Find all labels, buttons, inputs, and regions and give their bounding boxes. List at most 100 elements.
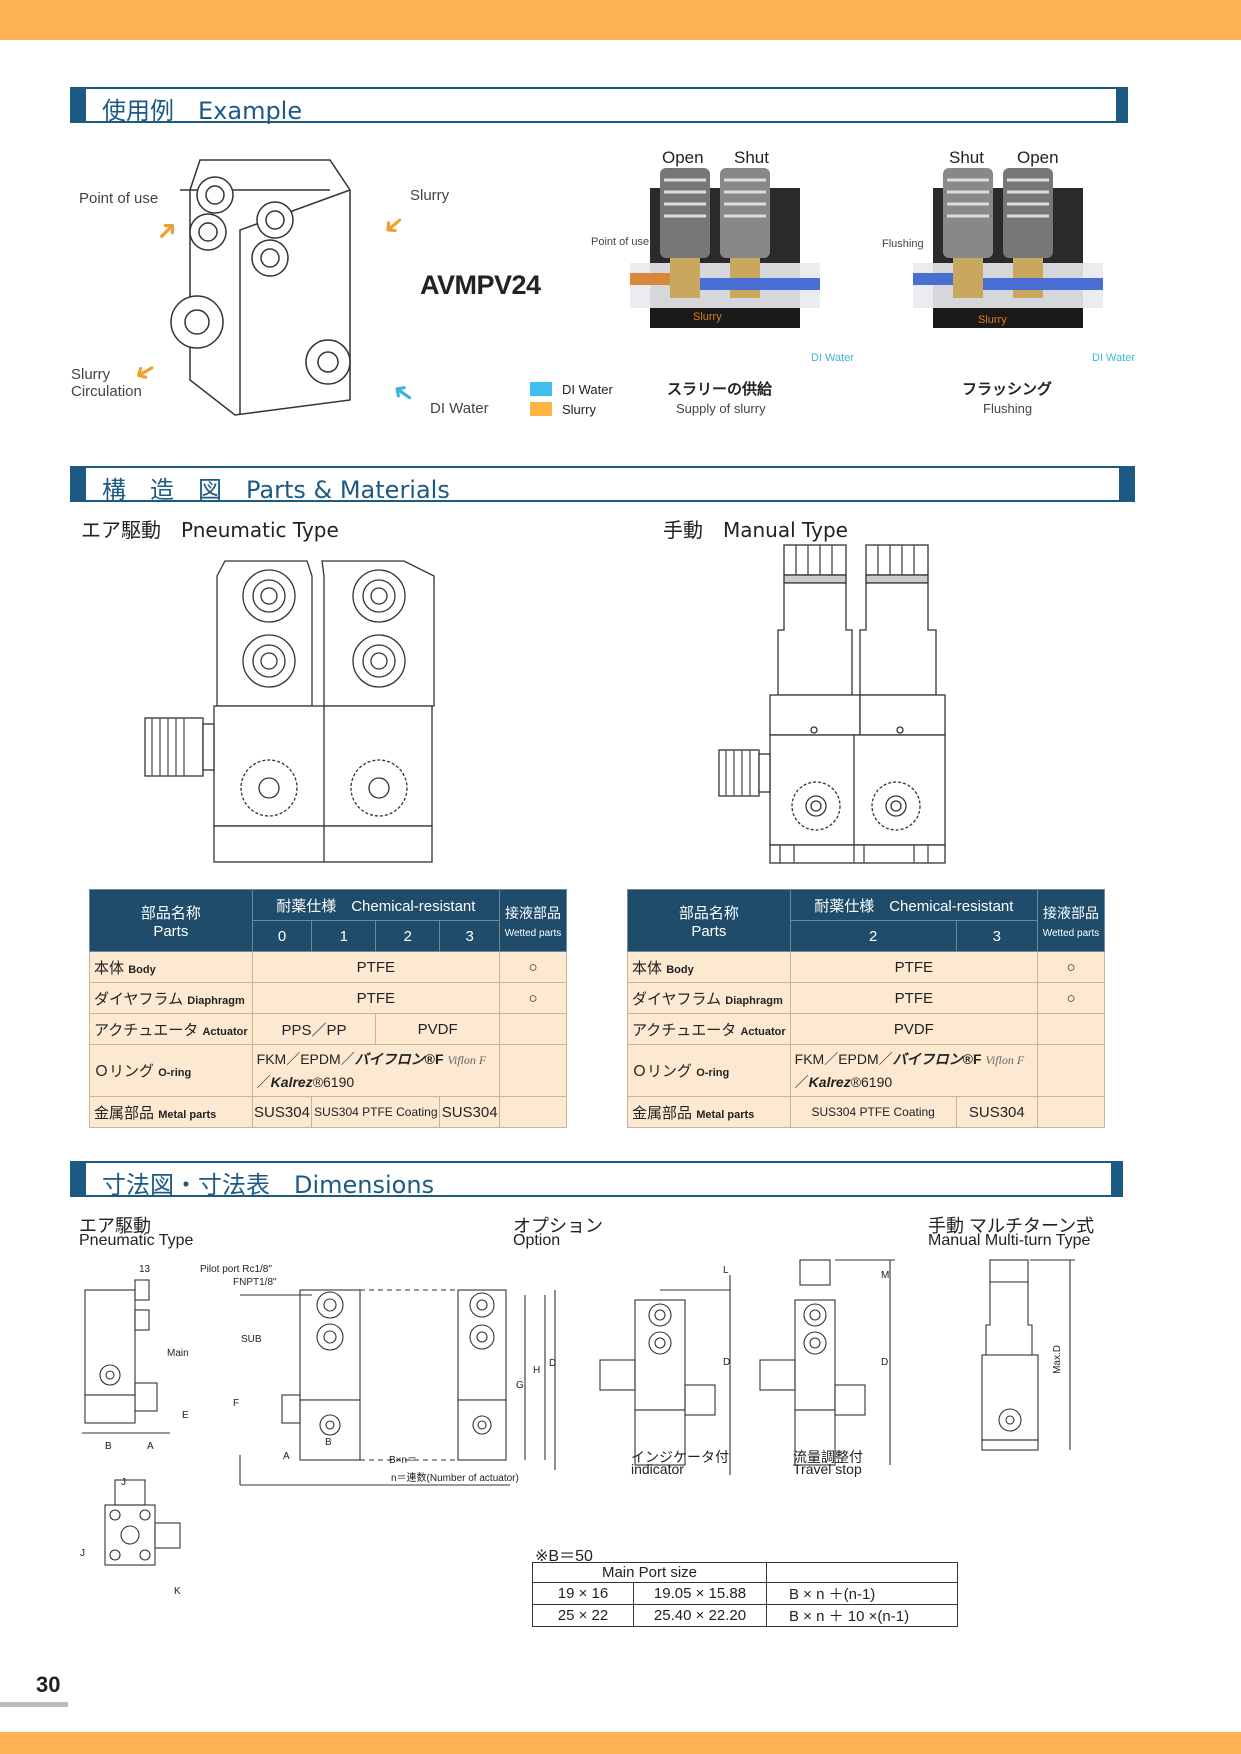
- dim-main: Main: [167, 1348, 189, 1359]
- dim-n-note: n＝連数(Number of actuator): [391, 1473, 519, 1484]
- dim-bxn: B×n＝: [389, 1455, 418, 1466]
- dim-letter-j2: J: [80, 1548, 85, 1559]
- flushing-slurry-label: Slurry: [978, 314, 1007, 326]
- label-slurry-circulation-1: Slurry: [71, 366, 111, 383]
- flushing-caption-en: Flushing: [983, 401, 1033, 416]
- dim-pilot-1: Pilot port Rc1/8": [200, 1264, 272, 1275]
- dim-letter-d1: D: [549, 1358, 557, 1369]
- dimension-drawings: [82, 1259, 1075, 1566]
- flushing-caption-jp: フラッシング: [962, 381, 1053, 398]
- table-row: Ｏリング O-ring FKM／EPDM／バイフロン®F Viflon F ／K…: [89, 1044, 567, 1097]
- dim-letter-e: E: [182, 1410, 189, 1421]
- legend-di-water-label: DI Water: [562, 382, 613, 397]
- supply-slurry-label: Slurry: [693, 311, 722, 323]
- flushing-flushing-label: Flushing: [882, 238, 924, 250]
- page-number-underline: [0, 1702, 68, 1707]
- dim-pneumatic-en: Pneumatic Type: [79, 1232, 194, 1249]
- label-slurry: Slurry: [410, 187, 450, 204]
- supply-shut-label: Shut: [734, 148, 769, 167]
- col-3: 3: [955, 920, 1039, 952]
- flushing-shut-label: Shut: [949, 148, 984, 167]
- dim-option-en: Option: [513, 1232, 561, 1249]
- table-row: 本体 Body PTFE ○: [89, 951, 567, 983]
- header-chemical-resistant: 耐薬仕様 Chemical-resistant: [789, 889, 1039, 921]
- page-number: 30: [36, 1672, 61, 1697]
- table-row: ダイヤフラム Diaphragm PTFE ○: [627, 982, 1105, 1014]
- dim-travel-jp: 流量調整付: [793, 1449, 863, 1465]
- dim-manual-jp: 手動 マルチターン式: [928, 1216, 1095, 1236]
- dim-indicator-en: indicator: [631, 1461, 684, 1477]
- flushing-di-water-label: DI Water: [1092, 352, 1135, 364]
- dim-travel-en: Travel stop: [793, 1461, 862, 1477]
- dim-letter-a2: A: [283, 1451, 290, 1462]
- section-example-header: 使用例 Example: [70, 87, 1128, 125]
- col-0: 0: [251, 920, 313, 952]
- dim-manual-en: Manual Multi-turn Type: [928, 1232, 1091, 1249]
- dim-thirteen: 13: [139, 1264, 151, 1275]
- table-row: Ｏリング O-ring FKM／EPDM／バイフロン®F Viflon F ／K…: [627, 1044, 1105, 1097]
- dim-letter-l: L: [723, 1265, 729, 1276]
- pneumatic-type-drawing: [144, 560, 435, 863]
- dim-note: ※B＝50: [535, 1548, 593, 1565]
- dim-letter-b2: B: [325, 1437, 332, 1448]
- section-parts-header: 構 造 図 Parts & Materials: [70, 466, 1135, 504]
- legend-di-water-swatch: [530, 382, 552, 396]
- section-dimensions-header: 寸法図・寸法表 Dimensions: [70, 1161, 1123, 1199]
- header-chemical-resistant: 耐薬仕様 Chemical-resistant: [251, 889, 501, 921]
- supply-caption-en: Supply of slurry: [676, 401, 766, 416]
- dim-pilot-2: FNPT1/8": [233, 1277, 277, 1288]
- col-2: 2: [789, 920, 957, 952]
- dim-letter-b1: B: [105, 1441, 112, 1452]
- table-row: 本体 Body PTFE ○: [627, 951, 1105, 983]
- dim-indicator-jp: インジケータ付: [631, 1449, 729, 1465]
- dim-letter-m: M: [881, 1270, 890, 1281]
- manual-type-title: 手動 Manual Type: [663, 518, 848, 542]
- table-row: 金属部品 Metal parts SUS304 PTFE Coating SUS…: [627, 1096, 1105, 1128]
- table-row: 19 × 16 19.05 × 15.88 B × n ＋(n-1): [532, 1582, 958, 1605]
- dim-option-jp: オプション: [513, 1216, 603, 1236]
- pneumatic-type-title: エア駆動 Pneumatic Type: [81, 518, 339, 542]
- section-dimensions-title: 寸法図・寸法表 Dimensions: [102, 1171, 435, 1199]
- table-row: ダイヤフラム Diaphragm PTFE ○: [89, 982, 567, 1014]
- table-row: アクチュエータ Actuator PVDF: [627, 1013, 1105, 1045]
- dim-letter-d3: D: [881, 1357, 889, 1368]
- col-2: 2: [375, 920, 441, 952]
- top-band: [0, 0, 1241, 40]
- dim-max-d: Max.D: [1052, 1345, 1063, 1374]
- dim-letter-d2: D: [723, 1357, 731, 1368]
- col-1: 1: [311, 920, 377, 952]
- dim-letter-j1: J: [121, 1477, 126, 1488]
- flushing-open-label: Open: [1017, 148, 1059, 167]
- flushing-cutaway-illustration: [913, 168, 1103, 328]
- label-slurry-circulation-2: Circulation: [71, 383, 142, 400]
- table-row: アクチュエータ Actuator PPS／PP PVDF: [89, 1013, 567, 1045]
- supply-di-water-label: DI Water: [811, 352, 854, 364]
- bottom-band: [0, 1732, 1241, 1754]
- section-example-title: 使用例 Example: [102, 97, 303, 125]
- port-size-header: Main Port size: [532, 1562, 767, 1583]
- valve-block-illustration: [170, 159, 351, 416]
- dim-letter-h: H: [533, 1365, 541, 1376]
- table-row: 25 × 22 25.40 × 22.20 B × n ＋ 10 ×(n-1): [532, 1604, 958, 1627]
- supply-cutaway-illustration: [630, 168, 820, 328]
- manual-type-drawing: [718, 544, 946, 864]
- supply-open-label: Open: [662, 148, 704, 167]
- port-size-table: Main Port size 19 × 16 19.05 × 15.88 B ×…: [532, 1562, 958, 1627]
- table-row: 金属部品 Metal parts SUS304 SUS304 PTFE Coat…: [89, 1096, 567, 1128]
- dim-letter-a1: A: [147, 1441, 154, 1452]
- dim-pneumatic-jp: エア駆動: [79, 1216, 151, 1236]
- dim-letter-f: F: [233, 1398, 240, 1409]
- legend-slurry-label: Slurry: [562, 402, 596, 417]
- dim-letter-g: G: [516, 1380, 524, 1391]
- supply-point-of-use-label: Point of use: [591, 236, 650, 248]
- legend-slurry-swatch: [530, 402, 552, 416]
- label-di-water: DI Water: [430, 400, 489, 417]
- supply-caption-jp: スラリーの供給: [667, 381, 773, 398]
- dim-sub: SUB: [241, 1334, 262, 1345]
